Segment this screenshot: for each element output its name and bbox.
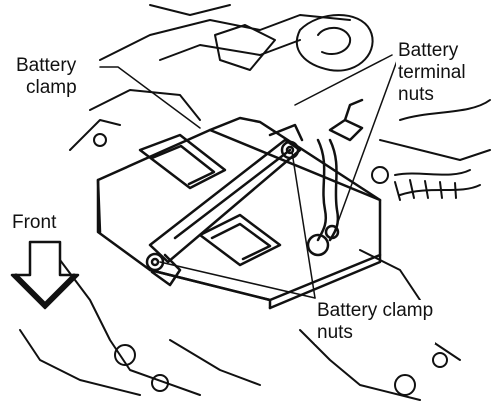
label-battery-clamp-nuts: Battery clamp nuts	[315, 300, 436, 344]
label-front: Front	[10, 212, 59, 234]
battery-illustration	[96, 116, 382, 310]
label-battery-terminal-nuts-line-3: nuts	[398, 84, 434, 105]
label-battery-terminal-nuts: Battery terminal nuts	[396, 40, 468, 106]
label-battery-clamp-nuts-line-1: Battery clamp	[317, 300, 434, 321]
down-arrow-icon	[10, 240, 80, 310]
label-battery-clamp: Battery clamp	[14, 55, 79, 99]
leader-lines	[99, 54, 399, 299]
label-battery-clamp-line-2: clamp	[26, 77, 77, 98]
engine-bay-background	[19, 4, 491, 401]
label-battery-terminal-nuts-line-2: terminal	[398, 62, 466, 83]
label-battery-clamp-line-1: Battery	[16, 55, 77, 76]
label-battery-terminal-nuts-line-1: Battery	[398, 40, 459, 61]
battery-terminal-cable	[306, 98, 364, 257]
label-battery-clamp-nuts-line-2: nuts	[317, 322, 353, 343]
battery-clamp-nut-right	[280, 140, 300, 160]
